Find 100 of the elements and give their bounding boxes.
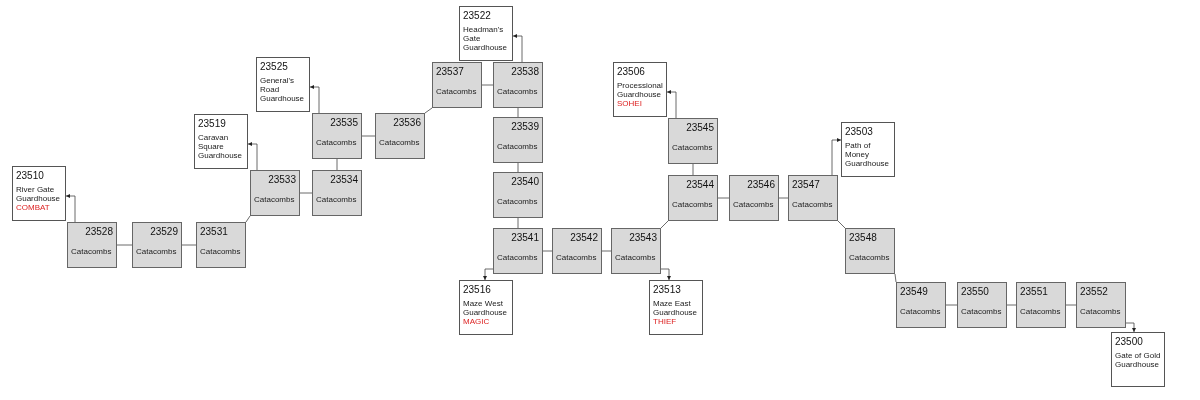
connector-line <box>299 192 313 194</box>
room-box <box>493 228 543 274</box>
room-number: 23551 <box>1020 286 1048 297</box>
room-number: 23536 <box>393 117 421 128</box>
connector-line <box>542 250 553 252</box>
room-number: 23510 <box>16 170 44 181</box>
room-number: 23534 <box>330 174 358 185</box>
class-label: MAGIC <box>463 317 490 326</box>
room-name: Catacombs <box>436 87 478 96</box>
room-name: Headman's Gate Guardhouse <box>463 25 509 52</box>
guardhouse-box <box>256 57 310 112</box>
room-number: 23544 <box>686 179 714 190</box>
connector-line <box>517 217 519 229</box>
room-number: 23546 <box>747 179 775 190</box>
room-number: 23522 <box>463 10 491 21</box>
room-number: 23519 <box>198 118 226 129</box>
room-name: Processional Guardhouse <box>617 81 664 99</box>
connector-line <box>361 135 376 137</box>
room-box <box>493 62 543 108</box>
guardhouse-box <box>459 280 513 335</box>
room-box <box>1076 282 1126 328</box>
connector-line <box>245 215 251 223</box>
guardhouse-box <box>459 6 513 61</box>
room-name: Catacombs <box>379 138 421 147</box>
room-name: River Gate Guardhouse <box>16 185 62 203</box>
room-number: 23541 <box>511 232 539 243</box>
connector-line <box>837 220 846 229</box>
connector-line <box>601 250 612 252</box>
connector-line <box>778 197 789 199</box>
room-number: 23537 <box>436 66 464 77</box>
guardhouse-box <box>194 114 248 169</box>
room-number: 23535 <box>330 117 358 128</box>
room-number: 23503 <box>845 126 873 137</box>
connector-line <box>517 162 519 173</box>
room-number: 23529 <box>150 226 178 237</box>
room-name: Catacombs <box>733 200 775 209</box>
connector-line <box>517 107 519 118</box>
room-name: Catacombs <box>961 307 1003 316</box>
room-number: 23547 <box>792 179 820 190</box>
room-name: Catacombs <box>615 253 657 262</box>
room-name: Catacombs <box>136 247 178 256</box>
class-label: COMBAT <box>16 203 50 212</box>
room-number: 23528 <box>85 226 113 237</box>
room-box <box>312 170 362 216</box>
room-name: Maze West Guardhouse <box>463 299 509 317</box>
room-box <box>729 175 779 221</box>
room-name: Gate of Gold Guardhouse <box>1115 351 1162 369</box>
connector-line <box>424 107 433 114</box>
room-number: 23543 <box>629 232 657 243</box>
room-name: Catacombs <box>316 138 358 147</box>
room-name: Catacombs <box>254 195 296 204</box>
room-number: 23550 <box>961 286 989 297</box>
connector-line <box>945 304 958 306</box>
room-name: General's Road Guardhouse <box>260 76 306 103</box>
room-name: Path of Money Guardhouse <box>845 141 891 168</box>
room-box <box>493 117 543 163</box>
room-name: Catacombs <box>556 253 598 262</box>
room-name: Caravan Square Guardhouse <box>198 133 244 160</box>
room-name: Maze East Guardhouse <box>653 299 699 317</box>
room-box <box>1016 282 1066 328</box>
room-name: Catacombs <box>1080 307 1122 316</box>
connector-line <box>717 197 730 199</box>
class-label: SOHEI <box>617 99 642 108</box>
connector-line <box>1006 304 1017 306</box>
room-name: Catacombs <box>849 253 891 262</box>
guardhouse-box <box>613 62 667 117</box>
room-number: 23506 <box>617 66 645 77</box>
room-name: Catacombs <box>900 307 942 316</box>
room-box <box>132 222 182 268</box>
room-box <box>845 228 895 274</box>
room-name: Catacombs <box>200 247 242 256</box>
room-box <box>432 62 482 108</box>
connector-line <box>481 84 494 86</box>
room-number: 23525 <box>260 61 288 72</box>
connector-line <box>1065 304 1077 306</box>
connector-line <box>336 158 338 171</box>
room-box <box>493 172 543 218</box>
room-name: Catacombs <box>497 142 539 151</box>
room-box <box>611 228 661 274</box>
room-number: 23542 <box>570 232 598 243</box>
room-name: Catacombs <box>497 253 539 262</box>
connector-line <box>692 163 694 176</box>
connector-line <box>660 220 669 229</box>
connector-line <box>181 244 197 246</box>
room-number: 23531 <box>200 226 228 237</box>
room-number: 23549 <box>900 286 928 297</box>
room-number: 23500 <box>1115 336 1143 347</box>
room-box <box>67 222 117 268</box>
room-box <box>957 282 1007 328</box>
room-number: 23533 <box>268 174 296 185</box>
room-box <box>788 175 838 221</box>
room-name: Catacombs <box>497 87 539 96</box>
connector-line <box>116 244 133 246</box>
room-number: 23548 <box>849 232 877 243</box>
room-box <box>552 228 602 274</box>
room-box <box>668 175 718 221</box>
room-box <box>312 113 362 159</box>
room-box <box>250 170 300 216</box>
room-name: Catacombs <box>1020 307 1062 316</box>
room-name: Catacombs <box>71 247 113 256</box>
